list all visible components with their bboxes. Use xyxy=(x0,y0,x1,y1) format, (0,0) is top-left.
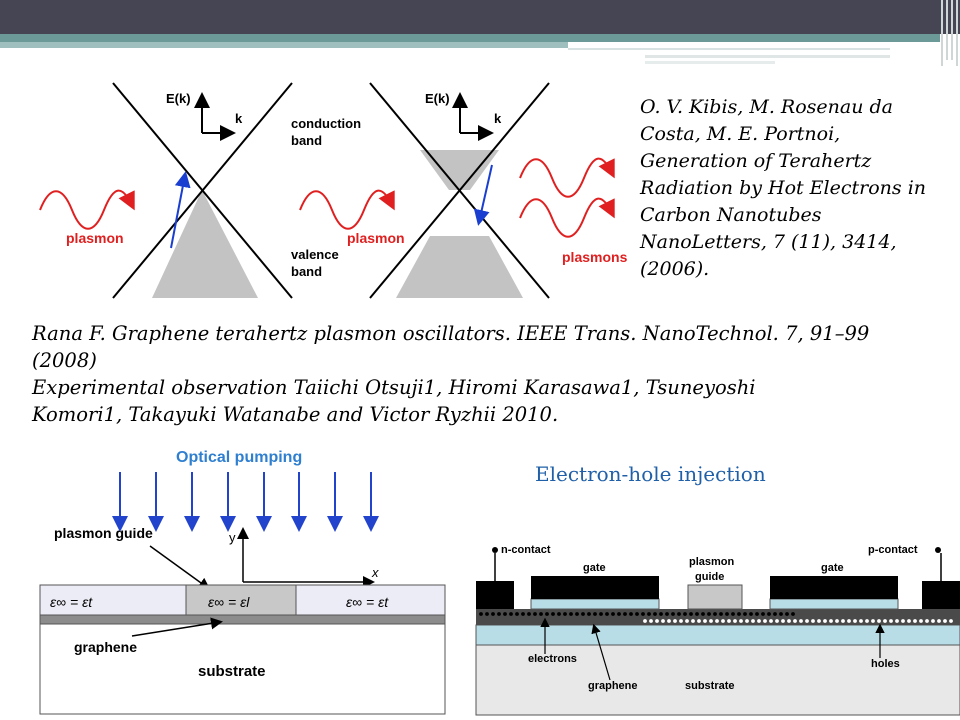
citation-line: O. V. Kibis, M. Rosenau da xyxy=(640,96,893,118)
n-contact-label: n-contact xyxy=(501,544,551,556)
plasmons-label: plasmons xyxy=(562,249,628,265)
citation-line: NanoLetters, 7 (11), 3414, xyxy=(640,231,897,253)
eps-left-label: ε∞ = εt xyxy=(50,594,93,610)
k-label: k xyxy=(235,111,243,126)
graphene-label: graphene xyxy=(74,639,137,655)
citation-line: (2008) xyxy=(32,349,97,372)
ek-axes-left xyxy=(194,92,236,141)
guide-pointer-arrow xyxy=(149,545,211,590)
citation-line: Generation of Terahertz xyxy=(640,150,872,172)
corner-line xyxy=(946,0,948,60)
left-dirac-cone xyxy=(112,82,293,299)
gate-right xyxy=(770,576,898,599)
citation-line: Rana F. Graphene terahertz plasmon oscil… xyxy=(32,322,870,345)
eps-right-label: ε∞ = εt xyxy=(346,594,389,610)
accent-rule xyxy=(568,48,890,50)
electron-dots xyxy=(479,612,795,616)
corner-line xyxy=(956,0,958,66)
accent-rule xyxy=(645,55,890,58)
citation-line: (2006). xyxy=(640,258,710,280)
dielectric-layer xyxy=(475,624,960,646)
title-bar xyxy=(0,0,960,34)
plasmon-wave-icon xyxy=(39,189,135,230)
y-axis-label: y xyxy=(229,530,236,545)
gate-left-label: gate xyxy=(583,562,606,574)
ek-label: E(k) xyxy=(425,91,450,106)
eps-mid-label: ε∞ = εl xyxy=(208,594,250,610)
valence-band-label-2: band xyxy=(291,264,322,279)
citation-line: Radiation by Hot Electrons in xyxy=(640,177,927,199)
x-axis-label: x xyxy=(371,565,379,580)
plasmon-label: plasmon xyxy=(347,230,405,246)
gate-dielectric-right xyxy=(769,598,899,610)
conduction-band-label: conduction xyxy=(291,116,361,131)
plasmon-guide-label-2: guide xyxy=(695,571,724,583)
gate-dielectric-left xyxy=(530,598,660,610)
graphene-label: graphene xyxy=(588,680,638,692)
citation-line: Experimental observation Taiichi Otsuji1… xyxy=(32,376,756,399)
pump-arrows xyxy=(112,472,379,532)
electron-transition-arrow xyxy=(473,164,493,226)
p-contact-label: p-contact xyxy=(868,544,918,556)
filled-conduction-region xyxy=(420,150,499,190)
n-contact-terminal xyxy=(492,547,498,553)
graphene-layer xyxy=(476,609,960,625)
valence-band-fill xyxy=(396,236,523,298)
emitted-plasmon-icon xyxy=(519,157,615,198)
emitted-plasmon-icon xyxy=(519,197,615,238)
p-contact-terminal xyxy=(935,547,941,553)
citation-line: Costa, M. E. Portnoi, xyxy=(640,123,841,145)
gate-right-label: gate xyxy=(821,562,844,574)
citation-line: Komori1, Takayuki Watanabe and Victor Ry… xyxy=(32,403,559,426)
ek-axes-right xyxy=(452,92,494,141)
p-contact-pad xyxy=(922,581,960,609)
substrate-label: substrate xyxy=(685,680,735,692)
corner-line xyxy=(951,0,953,60)
plasmon-guide-label: plasmon xyxy=(689,556,735,568)
n-contact-pad xyxy=(476,581,514,609)
accent-rule xyxy=(645,61,775,64)
k-label: k xyxy=(494,111,502,126)
valence-band-fill xyxy=(152,190,258,298)
electron-transition-arrow xyxy=(170,171,191,249)
plasmon-guide-block xyxy=(687,584,743,610)
citation-kibis: O. V. Kibis, M. Rosenau da Costa, M. E. … xyxy=(640,94,960,283)
holes-label: holes xyxy=(871,658,900,670)
citation-line: Carbon Nanotubes xyxy=(640,204,822,226)
plasmon-wave-icon xyxy=(299,189,395,230)
plasmon-guide-label: plasmon guide xyxy=(54,525,153,541)
accent-stripe xyxy=(0,34,940,42)
gate-left xyxy=(531,576,659,599)
substrate-layer xyxy=(39,623,446,715)
citation-rana: Rana F. Graphene terahertz plasmon oscil… xyxy=(32,320,957,428)
conduction-band-label-2: band xyxy=(291,133,322,148)
ek-label: E(k) xyxy=(166,91,191,106)
optical-pumping-title: Optical pumping xyxy=(176,449,302,466)
valence-band-label: valence xyxy=(291,247,339,262)
substrate-label: substrate xyxy=(198,663,266,680)
graphene-pointer xyxy=(591,623,611,681)
injection-heading: Electron-hole injection xyxy=(535,462,766,486)
electrons-label: electrons xyxy=(528,653,577,665)
graphene-pointer-arrow xyxy=(131,617,223,637)
coordinate-axes xyxy=(237,527,375,588)
plasmon-label: plasmon xyxy=(66,230,124,246)
right-dirac-cone xyxy=(369,82,550,299)
accent-stripe-light xyxy=(0,42,568,48)
corner-line xyxy=(941,0,943,66)
hole-dots xyxy=(643,619,953,623)
